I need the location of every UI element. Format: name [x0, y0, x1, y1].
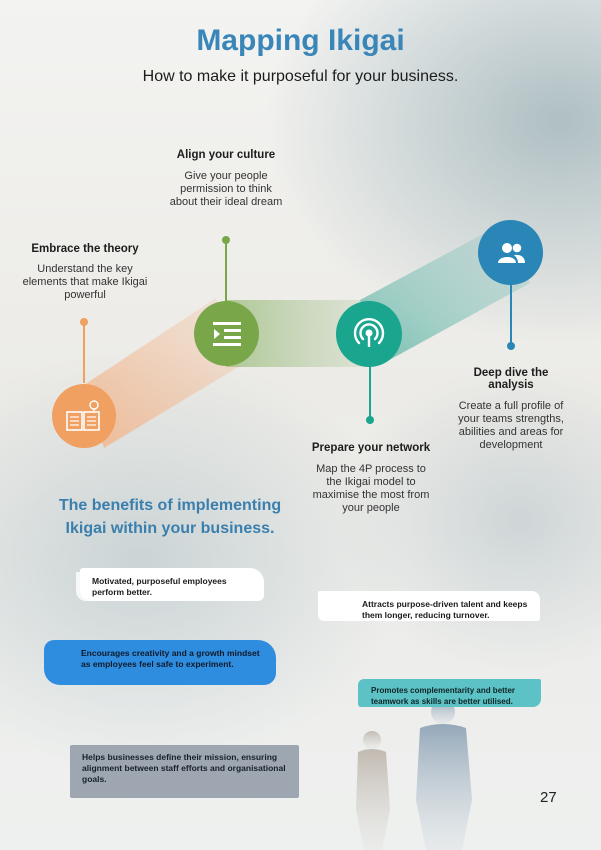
benefit-note-3: Encourages creativity and a growth minds…	[44, 640, 276, 685]
benefit-note-5-text: Helps businesses define their mission, e…	[82, 752, 286, 784]
step-1-text: Embrace the theory Understand the key el…	[22, 243, 148, 302]
people-icon	[497, 242, 525, 263]
step-4-text: Deep dive the analysis Create a full pro…	[450, 367, 572, 452]
step-3-body: Map the 4P process to the Ikigai model t…	[312, 463, 430, 514]
step-2-title: Align your culture	[176, 149, 276, 161]
step-1-body: Understand the key elements that make Ik…	[22, 263, 148, 301]
step-2-text: Align your culture Give your people perm…	[166, 149, 286, 209]
benefit-note-1-text: Motivated, purposeful employees perform …	[92, 576, 227, 597]
step-3-text: Prepare your network Map the 4P process …	[308, 442, 434, 515]
step-2-body: Give your people permission to think abo…	[169, 170, 283, 208]
page-number: 27	[540, 789, 557, 806]
connector-dot-2	[222, 236, 230, 244]
step-4-title: Deep dive the analysis	[473, 367, 549, 391]
benefit-note-2-text: Attracts purpose-driven talent and keeps…	[362, 599, 528, 620]
benefit-note-5: Helps businesses define their mission, e…	[70, 745, 299, 798]
benefits-heading: The benefits of implementing Ikigai with…	[58, 497, 282, 537]
step-3-title: Prepare your network	[311, 442, 431, 454]
page-subtitle: How to make it purposeful for your busin…	[142, 68, 459, 85]
step-1-circle	[52, 384, 116, 448]
list-indent-icon	[212, 321, 241, 346]
step-3-circle	[336, 301, 402, 367]
connector-dot-4	[507, 342, 515, 350]
connector-dot-1	[80, 318, 88, 326]
ribbon-segment-2	[226, 300, 370, 367]
broadcast-icon	[353, 318, 385, 347]
connector-dot-3	[366, 416, 374, 424]
benefit-note-2: Attracts purpose-driven talent and keeps…	[318, 591, 540, 621]
step-4-body: Create a full profile of your teams stre…	[458, 400, 564, 451]
book-lightbulb-icon	[66, 400, 100, 431]
benefit-note-3-text: Encourages creativity and a growth minds…	[81, 648, 260, 669]
businessmen-image	[356, 700, 472, 850]
benefit-note-4-text: Promotes complementarity and better team…	[371, 686, 516, 706]
benefit-note-4: Promotes complementarity and better team…	[358, 679, 541, 707]
page-title: Mapping Ikigai	[196, 24, 405, 57]
step-1-title: Embrace the theory	[31, 243, 139, 255]
step-4-circle	[478, 220, 543, 285]
benefit-note-1: Motivated, purposeful employees perform …	[80, 568, 264, 601]
step-2-circle	[194, 301, 259, 366]
